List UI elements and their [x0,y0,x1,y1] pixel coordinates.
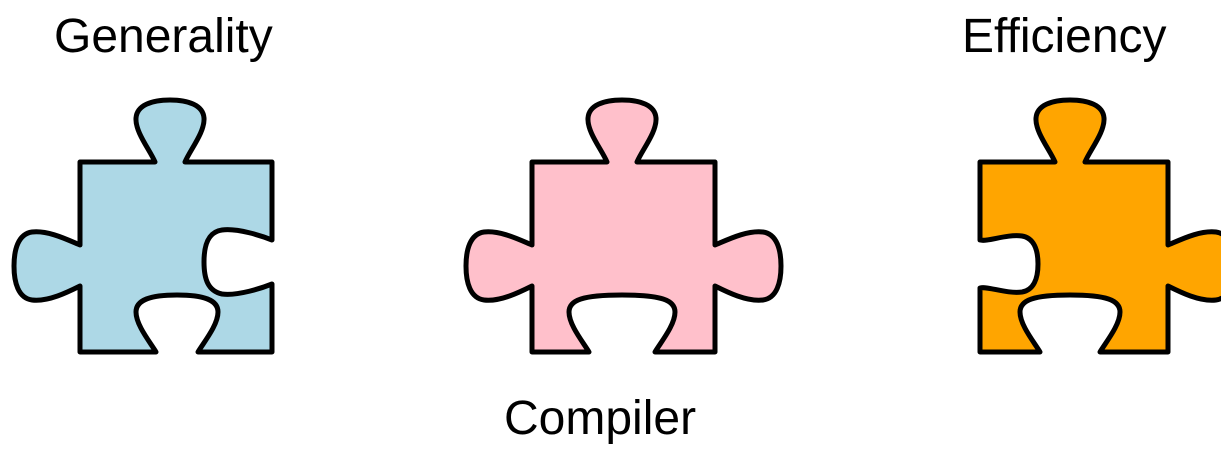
generality-puzzle-piece [14,100,272,352]
compiler-puzzle-piece [466,100,781,352]
efficiency-label: Efficiency [962,13,1167,61]
generality-label: Generality [54,13,273,61]
efficiency-puzzle-piece [980,100,1221,352]
compiler-label: Compiler [504,395,696,443]
